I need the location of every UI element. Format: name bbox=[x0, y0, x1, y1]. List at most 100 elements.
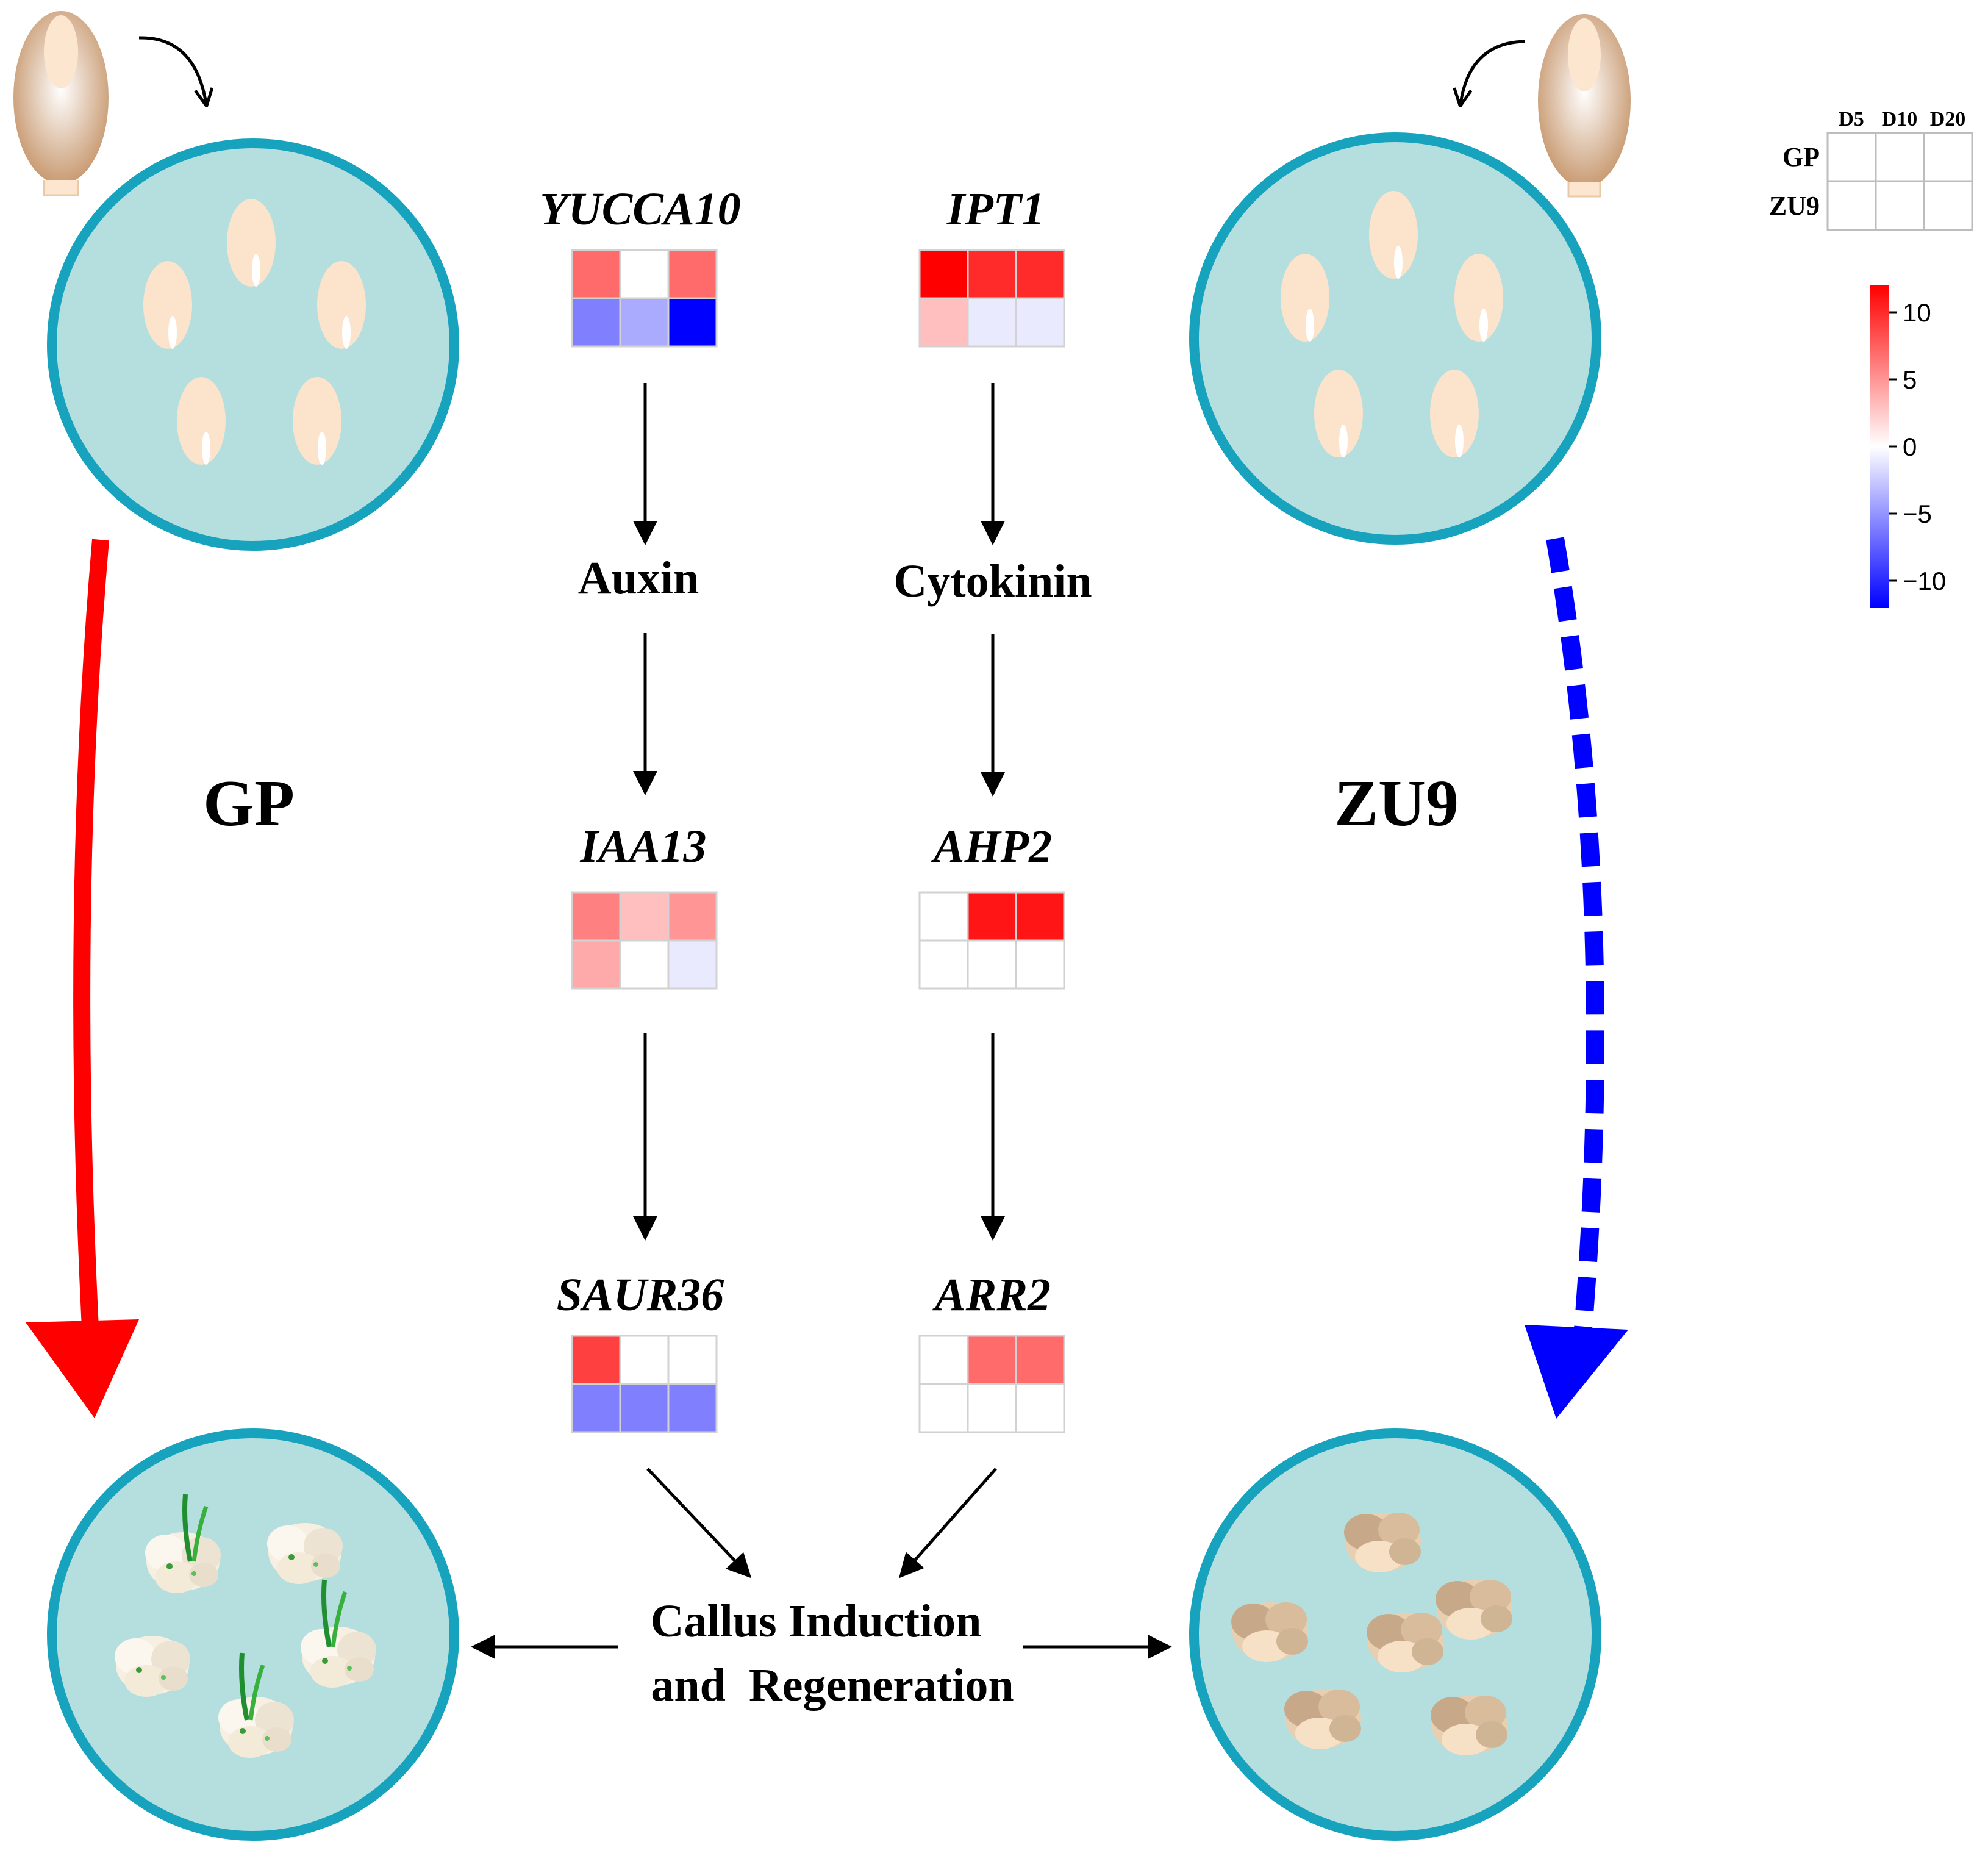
scale-tick-label: −5 bbox=[1903, 500, 1932, 528]
scale-tick-label: −10 bbox=[1903, 567, 1946, 595]
gp-regeneration-arrow bbox=[26, 539, 139, 1418]
heatmap-cell bbox=[667, 1335, 718, 1385]
petri-dish-seeds-zu9 bbox=[1189, 132, 1601, 545]
dish-body bbox=[47, 1428, 459, 1841]
heatmap-cell bbox=[967, 249, 1017, 299]
heatmap-cell bbox=[571, 891, 621, 942]
outcome-label-line2: and Regeneration bbox=[651, 1660, 1014, 1711]
heatmap-cell bbox=[1015, 249, 1065, 299]
callus bbox=[301, 1627, 376, 1688]
heatmap-ahp2 bbox=[918, 891, 1065, 990]
seed bbox=[177, 377, 226, 465]
seed bbox=[293, 377, 341, 465]
gene-name: YUCCA10 bbox=[540, 184, 740, 235]
heatmap-cell bbox=[619, 297, 670, 348]
heatmap-cell bbox=[667, 891, 718, 942]
heatmap-cell bbox=[619, 939, 670, 990]
pathway-arrows bbox=[471, 383, 1172, 1659]
heatmap-cell bbox=[667, 249, 718, 299]
legend-day-label: D20 bbox=[1930, 108, 1966, 131]
heatmap-layout-legend: D5 D10 D20 GP ZU9 bbox=[1769, 108, 1973, 231]
strain-label-gp: GP bbox=[203, 767, 295, 840]
heatmap-cell bbox=[918, 297, 969, 348]
heatmap-cell bbox=[667, 297, 718, 348]
seed bbox=[227, 199, 276, 287]
heatmap-cell bbox=[918, 891, 969, 942]
seed-zu9 bbox=[1538, 14, 1631, 198]
heatmap-cell bbox=[1015, 1383, 1065, 1433]
heatmap-iaa13 bbox=[571, 891, 718, 990]
legend-day-label: D10 bbox=[1882, 108, 1918, 131]
petri-dish-callus-gp bbox=[47, 1428, 459, 1841]
strain-label-zu9: ZU9 bbox=[1334, 767, 1459, 840]
callus bbox=[1231, 1602, 1308, 1662]
seed bbox=[1369, 191, 1418, 279]
callus bbox=[1284, 1690, 1361, 1749]
seed bbox=[143, 261, 192, 349]
heatmap-cell bbox=[571, 1383, 621, 1433]
heatmap-cell bbox=[967, 891, 1017, 942]
heatmap-cell bbox=[619, 891, 670, 942]
gene-name: SAUR36 bbox=[557, 1269, 724, 1321]
heatmap-cell bbox=[967, 1335, 1017, 1385]
seed bbox=[1454, 254, 1503, 342]
heatmap-cell bbox=[619, 249, 670, 299]
seed-gp bbox=[13, 11, 109, 196]
scale-tick-label: 10 bbox=[1903, 298, 1931, 327]
zu9-regeneration-arrow bbox=[1525, 537, 1628, 1419]
heatmap-cell bbox=[619, 1335, 670, 1385]
shoot bbox=[321, 1579, 348, 1647]
callus bbox=[267, 1523, 343, 1584]
callus bbox=[1344, 1513, 1421, 1572]
callus bbox=[115, 1636, 190, 1697]
scale-tick-label: 5 bbox=[1903, 365, 1917, 394]
seed bbox=[1430, 370, 1479, 457]
petri-dish-seeds-gp bbox=[47, 138, 459, 551]
legend-row-label: GP bbox=[1782, 142, 1820, 172]
callus bbox=[145, 1532, 221, 1593]
gene-name: ARR2 bbox=[932, 1269, 1051, 1321]
heatmap-cell bbox=[967, 1383, 1017, 1433]
color-scale-legend: 10 5 0 −5 −10 bbox=[1870, 285, 1946, 608]
gene-name: IAA13 bbox=[580, 821, 707, 872]
seed bbox=[1314, 370, 1363, 457]
legend-grid bbox=[1826, 132, 1973, 231]
heatmap-cell bbox=[571, 939, 621, 990]
heatmap-cell bbox=[1015, 891, 1065, 942]
dish-body bbox=[1189, 132, 1601, 545]
heatmap-cell bbox=[918, 249, 969, 299]
heatmap-cell bbox=[967, 297, 1017, 348]
hormone-auxin: Auxin bbox=[578, 553, 699, 604]
heatmap-arr2 bbox=[918, 1335, 1065, 1433]
shoot bbox=[239, 1652, 265, 1721]
heatmap-cell bbox=[918, 1383, 969, 1433]
seed bbox=[317, 261, 366, 349]
curved-arrow-gp bbox=[138, 36, 206, 104]
seed bbox=[1281, 254, 1329, 342]
callus bbox=[1436, 1580, 1512, 1640]
heatmap-cell bbox=[1015, 297, 1065, 348]
heatmap-cell bbox=[1015, 1335, 1065, 1385]
color-scale-bar bbox=[1870, 285, 1889, 608]
heatmap-cell bbox=[571, 297, 621, 348]
shoot bbox=[182, 1494, 209, 1562]
gene-name: IPT1 bbox=[946, 184, 1045, 235]
heatmap-cell bbox=[571, 1335, 621, 1385]
heatmap-cell bbox=[667, 939, 718, 990]
scale-tick-label: 0 bbox=[1903, 432, 1917, 461]
color-scale-ticks: 10 5 0 −5 −10 bbox=[1889, 298, 1946, 595]
gene-name: AHP2 bbox=[931, 821, 1052, 872]
callus bbox=[218, 1697, 294, 1758]
curved-arrow-zu9 bbox=[1461, 40, 1525, 104]
outcome-label-line1: Callus Induction bbox=[651, 1596, 982, 1647]
legend-day-label: D5 bbox=[1839, 108, 1864, 131]
heatmap-cell bbox=[918, 939, 969, 990]
heatmap-saur36 bbox=[571, 1335, 718, 1433]
heatmap-cell bbox=[918, 1335, 969, 1385]
heatmap-cell bbox=[571, 249, 621, 299]
heatmap-yucca10 bbox=[571, 249, 718, 348]
heatmap-cell bbox=[967, 939, 1017, 990]
callus bbox=[1367, 1613, 1443, 1672]
hormone-cytokinin: Cytokinin bbox=[893, 556, 1092, 607]
